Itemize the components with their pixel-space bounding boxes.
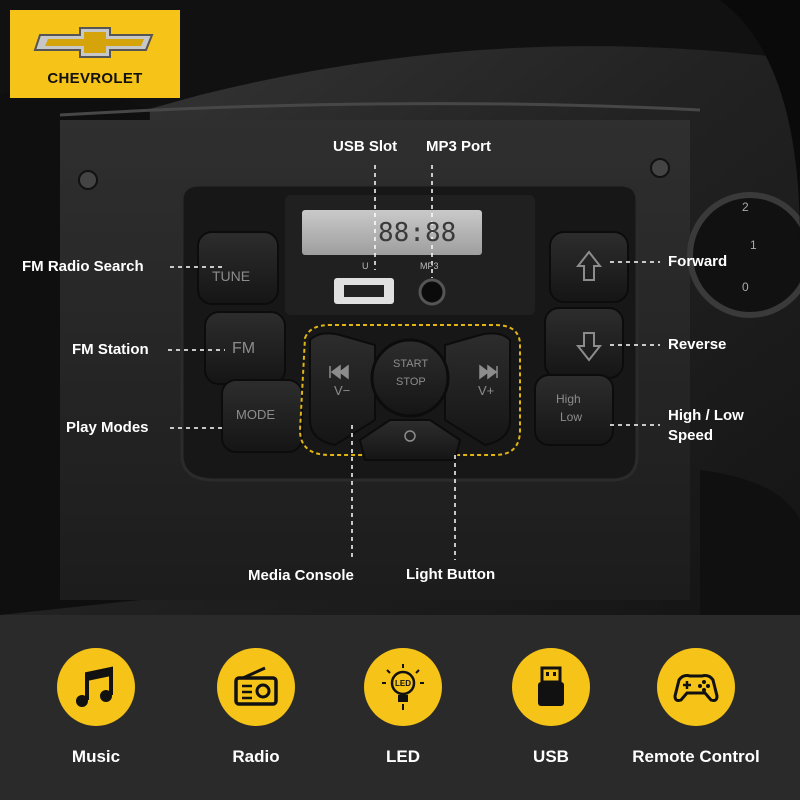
callout-fm-radio-search: FM Radio Search	[22, 258, 144, 275]
low-label: Low	[560, 410, 583, 424]
callout-reverse: Reverse	[668, 336, 727, 353]
feature-label: USB	[533, 747, 569, 766]
feature-radio: Radio	[186, 648, 326, 767]
callout-forward: Forward	[668, 253, 728, 270]
next-volume-label: V+	[478, 383, 495, 398]
feature-usb: USB	[481, 648, 621, 767]
callout-play-modes: Play Modes	[66, 419, 149, 436]
callout-light-button: Light Button	[406, 566, 496, 583]
callout-media-console: Media Console	[248, 567, 354, 584]
gauge-tick-0: 0	[742, 280, 749, 294]
callout-speed-line1: High / Low	[668, 407, 744, 424]
prev-volume-label: V−	[334, 383, 351, 398]
lcd-digits: 88:88	[378, 218, 457, 248]
bowtie-icon	[33, 27, 154, 58]
brand-wordmark: CHEVROLET	[47, 70, 143, 87]
feature-remote-control: Remote Control	[626, 648, 766, 767]
console-photo	[0, 0, 800, 615]
start-label: START	[393, 358, 429, 370]
gauge-tick-1: 1	[750, 238, 757, 252]
feature-label: LED	[386, 747, 420, 766]
high-label: High	[556, 392, 581, 406]
feature-led: LED LED	[333, 648, 473, 767]
tune-button-label: TUNE	[212, 268, 251, 284]
svg-text:LED: LED	[395, 679, 411, 688]
feature-panel: Music Radio LED LED USB Remote Control	[0, 615, 800, 800]
stop-label: STOP	[396, 376, 426, 388]
gauge-tick-2: 2	[742, 200, 749, 214]
music-note-icon	[57, 648, 135, 726]
callout-mp3-port: MP3 Port	[426, 138, 492, 155]
mp3-port-label: MP3	[420, 261, 439, 271]
callout-speed-line2: Speed	[668, 427, 714, 444]
feature-music: Music	[26, 648, 166, 767]
usb-icon	[512, 648, 590, 726]
chevrolet-logo: CHEVROLET	[10, 10, 180, 98]
callout-usb-slot: USB Slot	[333, 138, 398, 155]
feature-label: Music	[71, 747, 121, 766]
feature-label: Remote Control	[632, 747, 760, 766]
fm-button-label: FM	[232, 340, 256, 357]
gamepad-icon	[657, 648, 735, 726]
mode-button-label: MODE	[236, 407, 275, 422]
radio-icon	[217, 648, 295, 726]
callout-fm-station: FM Station	[72, 341, 149, 358]
feature-label: Radio	[232, 747, 280, 766]
led-bulb-icon: LED	[364, 648, 442, 726]
usb-port-label: U	[362, 261, 369, 271]
